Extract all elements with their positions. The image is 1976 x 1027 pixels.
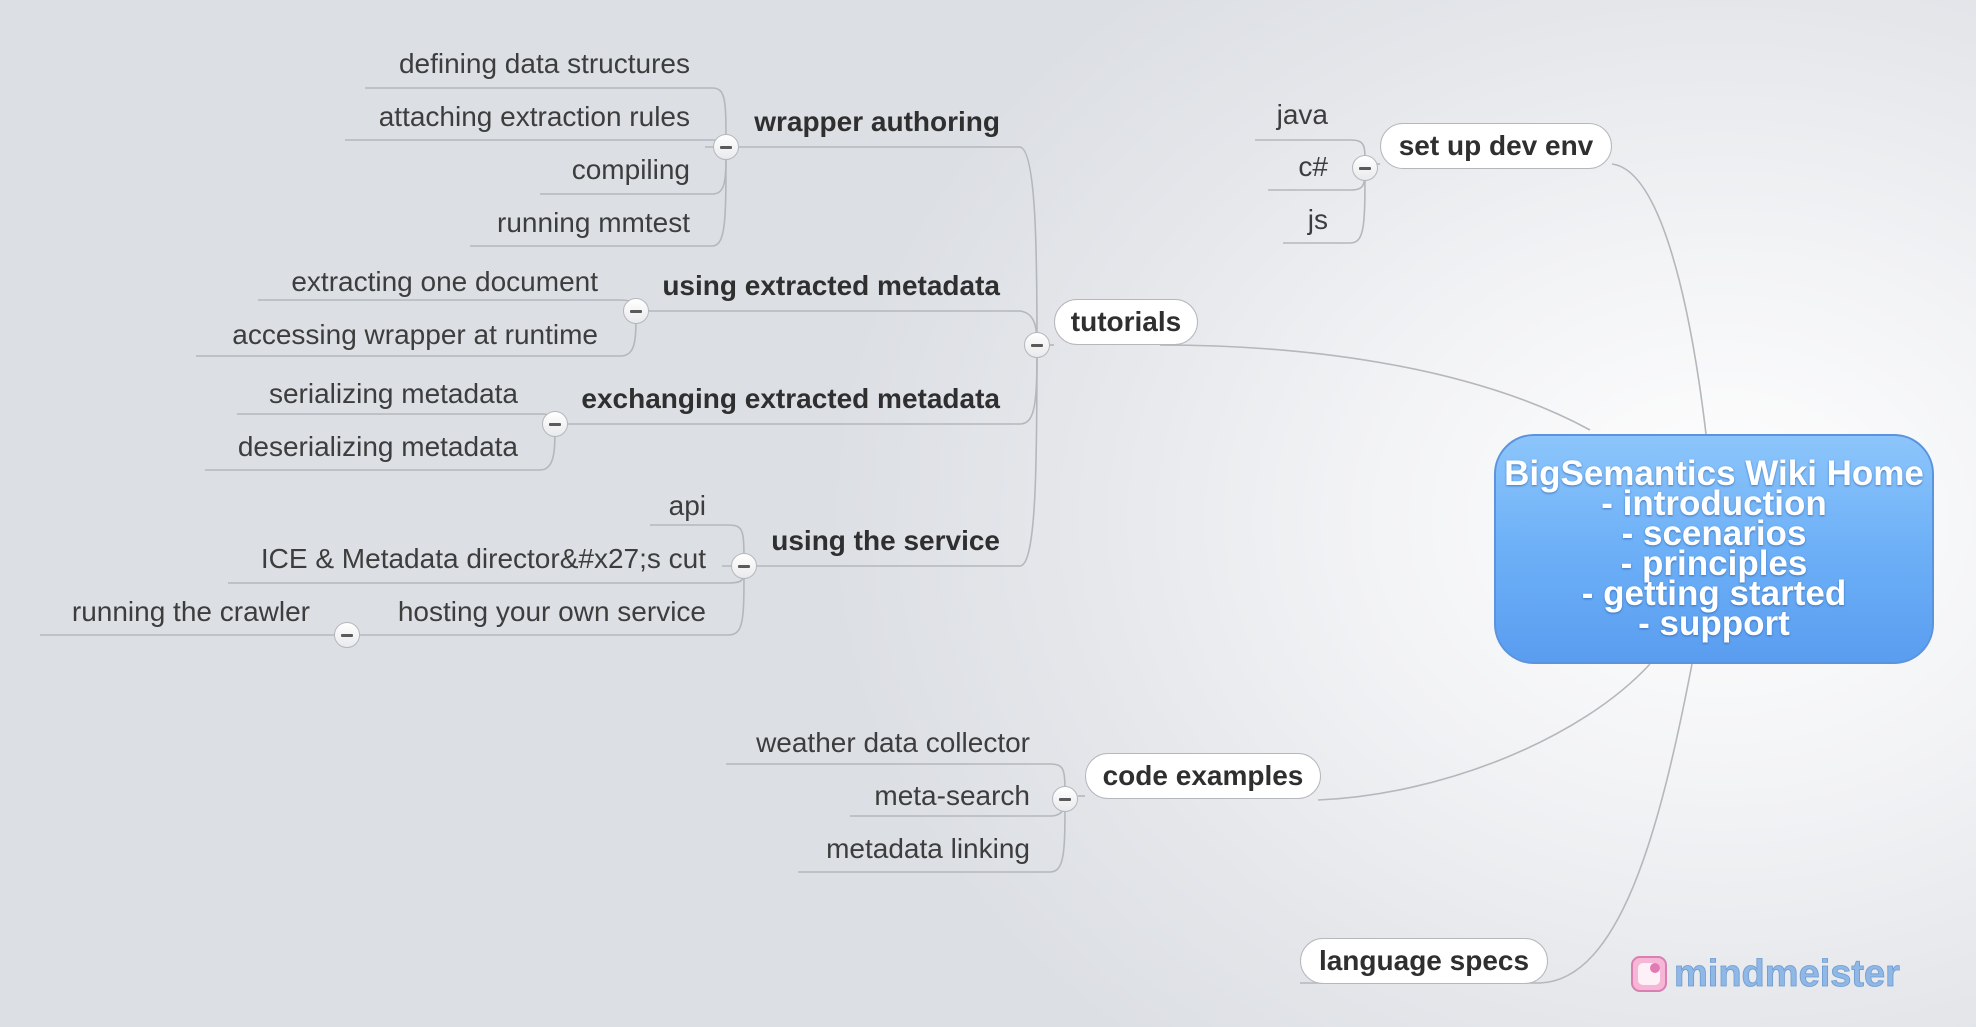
leaf-node[interactable]: extracting one document — [291, 266, 598, 297]
leaf-node[interactable]: defining data structures — [398, 48, 690, 79]
leaf-node[interactable]: js — [1307, 204, 1328, 235]
collapse-toggle-hosting-your-own-service[interactable] — [334, 622, 360, 648]
collapse-toggle-using-extracted-metadata[interactable] — [623, 298, 649, 324]
collapse-toggle-using-the-service[interactable] — [731, 553, 757, 579]
node-using-extracted-metadata[interactable]: using extracted metadata — [662, 270, 1000, 301]
leaf-node[interactable]: metadata linking — [826, 833, 1030, 864]
leaf-node[interactable]: meta-search — [874, 780, 1030, 811]
leaf-node[interactable]: accessing wrapper at runtime — [232, 319, 598, 350]
leaf-node[interactable]: running mmtest — [497, 207, 690, 238]
node-code-examples[interactable]: code examples — [1085, 753, 1321, 799]
leaf-node[interactable]: serializing metadata — [268, 378, 518, 409]
collapse-toggle-exchanging-extracted-metadata[interactable] — [542, 411, 568, 437]
leaf-node[interactable]: running the crawler — [71, 596, 310, 627]
collapse-toggle-set-up-dev-env[interactable] — [1352, 155, 1378, 181]
collapse-toggle-wrapper-authoring[interactable] — [713, 134, 739, 160]
svg-text:mindmeister: mindmeister — [1674, 953, 1900, 995]
leaf-node[interactable]: ICE & Metadata director&#x27;s cut — [260, 543, 706, 574]
leaf-node[interactable]: c# — [1298, 151, 1328, 182]
central-line: - support — [1638, 604, 1790, 643]
node-language-specs[interactable]: language specs — [1300, 938, 1548, 984]
logo-text-mind: mind — [1674, 953, 1765, 995]
leaf-node[interactable]: hosting your own service — [397, 596, 706, 627]
collapse-toggle-code-examples[interactable] — [1052, 786, 1078, 812]
mindmeister-logo: mindmeister — [1631, 953, 1901, 995]
mindmeister-logo-icon — [1631, 956, 1667, 992]
leaf-node[interactable]: api — [668, 490, 706, 521]
central-line: - introduction — [1601, 484, 1827, 523]
node-exchanging-extracted-metadata[interactable]: exchanging extracted metadata — [581, 383, 1000, 414]
central-line: - principles — [1620, 544, 1808, 583]
leaf-node[interactable]: java — [1276, 99, 1328, 130]
node-wrapper-authoring[interactable]: wrapper authoring — [754, 106, 1000, 137]
node-using-the-service[interactable]: using the service — [771, 525, 1000, 556]
logo-text-meister: meister — [1765, 953, 1900, 995]
central-line: - scenarios — [1621, 514, 1807, 553]
leaf-node[interactable]: compiling — [571, 154, 690, 185]
central-line: - getting started — [1581, 574, 1847, 613]
leaf-node[interactable]: deserializing metadata — [237, 431, 518, 462]
node-set-up-dev-env[interactable]: set up dev env — [1380, 123, 1612, 169]
central-line: BigSemantics Wiki Home — [1504, 454, 1924, 493]
collapse-toggle-tutorials[interactable] — [1024, 332, 1050, 358]
central-topic[interactable]: BigSemantics Wiki Home - introduction - … — [1494, 434, 1934, 664]
leaf-node[interactable]: weather data collector — [756, 727, 1030, 758]
node-tutorials[interactable]: tutorials — [1054, 299, 1198, 345]
leaf-node[interactable]: attaching extraction rules — [378, 101, 690, 132]
